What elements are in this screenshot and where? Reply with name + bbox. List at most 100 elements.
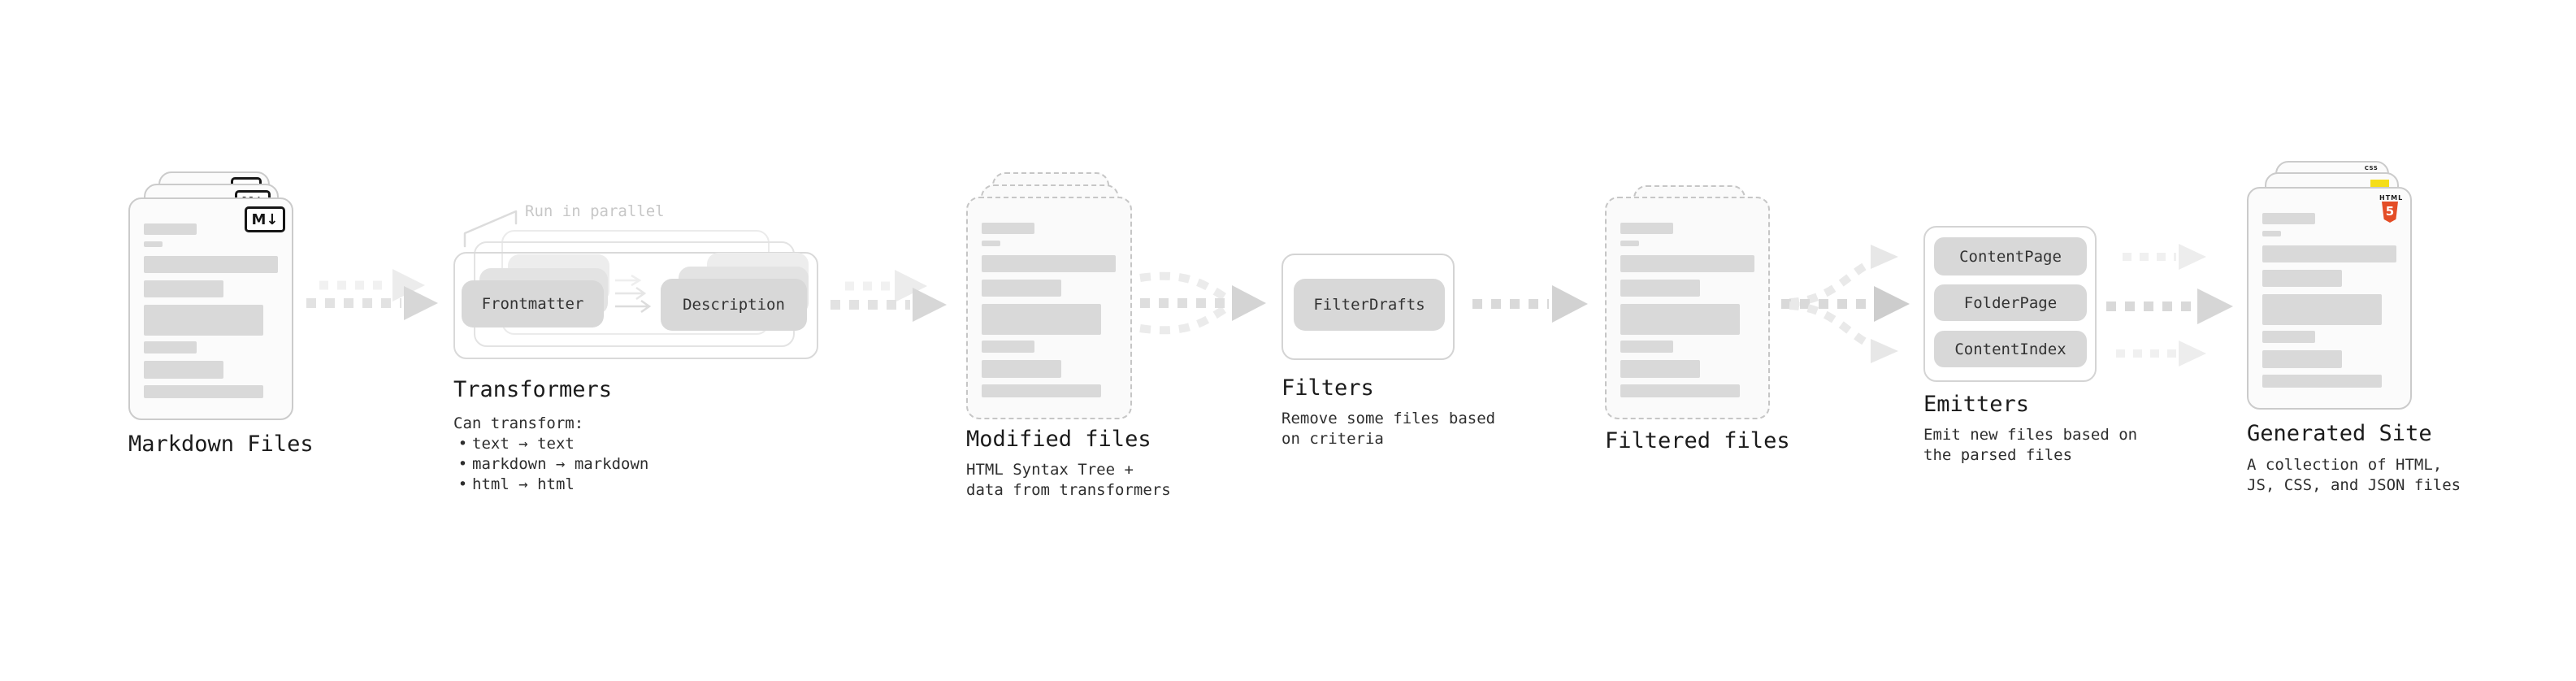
text-placeholder-bar (2262, 294, 2382, 325)
arrowhead-top (2179, 244, 2206, 270)
bullet-marker: • (458, 435, 468, 453)
text-placeholder-bar (982, 255, 1116, 272)
run-in-parallel-note: Run in parallel (525, 202, 665, 220)
ghost-arrowhead (895, 270, 927, 302)
text-placeholder-bar (982, 360, 1061, 378)
filtered-file-card-front (1605, 197, 1770, 419)
document-text-placeholder (2262, 213, 2399, 388)
modified-files-desc: HTML Syntax Tree + data from transformer… (966, 461, 1171, 499)
text-placeholder-bar (144, 305, 263, 336)
stage-title-generated-site: Generated Site (2247, 421, 2432, 446)
document-text-placeholder (144, 223, 280, 398)
text-placeholder-bar (2262, 375, 2382, 388)
emitters-desc: Emit new files based on the parsed files (1923, 426, 2138, 464)
arrow-filtered-to-emitters-fanout (1781, 245, 1910, 363)
markdown-file-card-front: M↓ (128, 197, 293, 420)
text-placeholder-bar (1620, 280, 1700, 297)
fan-arrowhead-top (1871, 245, 1898, 269)
internal-arrow-top (615, 274, 642, 287)
fan-arrowhead-bottom (1871, 339, 1898, 363)
ghost-arrowhead (392, 269, 425, 301)
bullet-marker: • (458, 475, 468, 493)
arrowhead-bottom (2179, 340, 2206, 367)
generated-site-desc: A collection of HTML, JS, CSS, and JSON … (2247, 456, 2461, 494)
generated-file-card-html: HTML 5 (2247, 187, 2412, 410)
text-placeholder-bar (144, 385, 263, 398)
arrowhead (1232, 285, 1266, 321)
transformer-box-front (453, 252, 818, 359)
bullet-item: •html → html (453, 475, 648, 495)
bullet-text: html → html (472, 475, 575, 493)
html5-badge-word: HTML (2379, 194, 2404, 202)
arrowhead (1552, 285, 1588, 323)
text-placeholder-bar (1620, 304, 1740, 335)
arrow-transformers-to-modified (830, 270, 947, 322)
html5-badge-shield: 5 (2382, 202, 2398, 223)
text-placeholder-bar (2262, 331, 2315, 343)
js-badge-icon (2370, 180, 2389, 189)
arrowhead (1874, 286, 1910, 322)
filters-desc: Remove some files based on criteria (1281, 410, 1496, 448)
text-placeholder-bar (2262, 213, 2315, 224)
text-placeholder-bar (1620, 241, 1639, 246)
bullet-item: •markdown → markdown (453, 454, 649, 475)
text-placeholder-bar (1620, 255, 1754, 272)
bullet-text: markdown → markdown (472, 455, 649, 473)
text-placeholder-bar (1620, 223, 1673, 234)
text-placeholder-bar (2262, 245, 2396, 262)
text-placeholder-bar (2262, 270, 2342, 287)
arrow-modified-to-filters-merge (1139, 271, 1266, 335)
merge-curve-bottom (1139, 304, 1229, 335)
text-placeholder-bar (982, 304, 1101, 335)
modified-file-card-front (966, 197, 1132, 419)
text-placeholder-bar (982, 223, 1034, 234)
text-placeholder-bar (982, 280, 1061, 297)
text-placeholder-bar (144, 256, 278, 273)
text-placeholder-bar (982, 241, 1000, 246)
arrowhead (404, 286, 438, 320)
stage-title-transformers: Transformers (453, 377, 613, 402)
text-placeholder-bar (144, 223, 197, 235)
stage-title-filtered-files: Filtered files (1605, 428, 1790, 453)
text-placeholder-bar (2262, 231, 2281, 236)
arrows-emitters-to-generated (2106, 244, 2233, 367)
text-placeholder-bar (982, 340, 1034, 353)
text-placeholder-bar (1620, 360, 1700, 378)
text-placeholder-bar (982, 384, 1101, 397)
filter-pill-filterdrafts: FilterDrafts (1294, 279, 1445, 331)
arrow-markdown-to-transformers (306, 269, 438, 320)
text-placeholder-bar (144, 280, 223, 297)
transformer-pill-frontmatter: Frontmatter (462, 280, 604, 327)
transformer-internal-arrows (615, 274, 652, 314)
markdown-badge-label: M↓ (251, 210, 279, 228)
html5-badge-number: 5 (2385, 204, 2395, 219)
emitter-pill-contentindex: ContentIndex (1934, 331, 2087, 367)
transformers-desc-heading: Can transform: (453, 414, 584, 432)
text-placeholder-bar (144, 341, 197, 354)
text-placeholder-bar (2262, 350, 2342, 368)
stage-title-filters: Filters (1281, 375, 1374, 401)
stage-title-modified-files: Modified files (966, 427, 1151, 452)
arrow-filters-to-filtered (1472, 285, 1588, 323)
text-placeholder-bar (1620, 384, 1740, 397)
text-placeholder-bar (144, 241, 163, 247)
internal-arrow-middle (615, 286, 647, 301)
merge-curve-top (1139, 271, 1229, 302)
text-placeholder-bar (1620, 340, 1673, 353)
stage-title-emitters: Emitters (1923, 392, 2030, 417)
bullet-marker: • (458, 455, 468, 473)
markdown-badge-icon: M↓ (245, 206, 285, 232)
fan-curve-bottom (1789, 301, 1871, 348)
text-placeholder-bar (144, 361, 223, 379)
document-text-placeholder (982, 223, 1119, 397)
arrowhead (913, 288, 947, 322)
run-in-parallel-connector (463, 210, 518, 248)
fan-curve-top (1789, 260, 1871, 306)
arrowhead-middle (2197, 288, 2233, 324)
internal-arrow-bottom (615, 299, 652, 314)
html5-badge-icon: HTML 5 (2379, 194, 2404, 223)
emitter-pill-folderpage: FolderPage (1934, 284, 2087, 321)
emitter-pill-contentpage: ContentPage (1934, 237, 2087, 275)
